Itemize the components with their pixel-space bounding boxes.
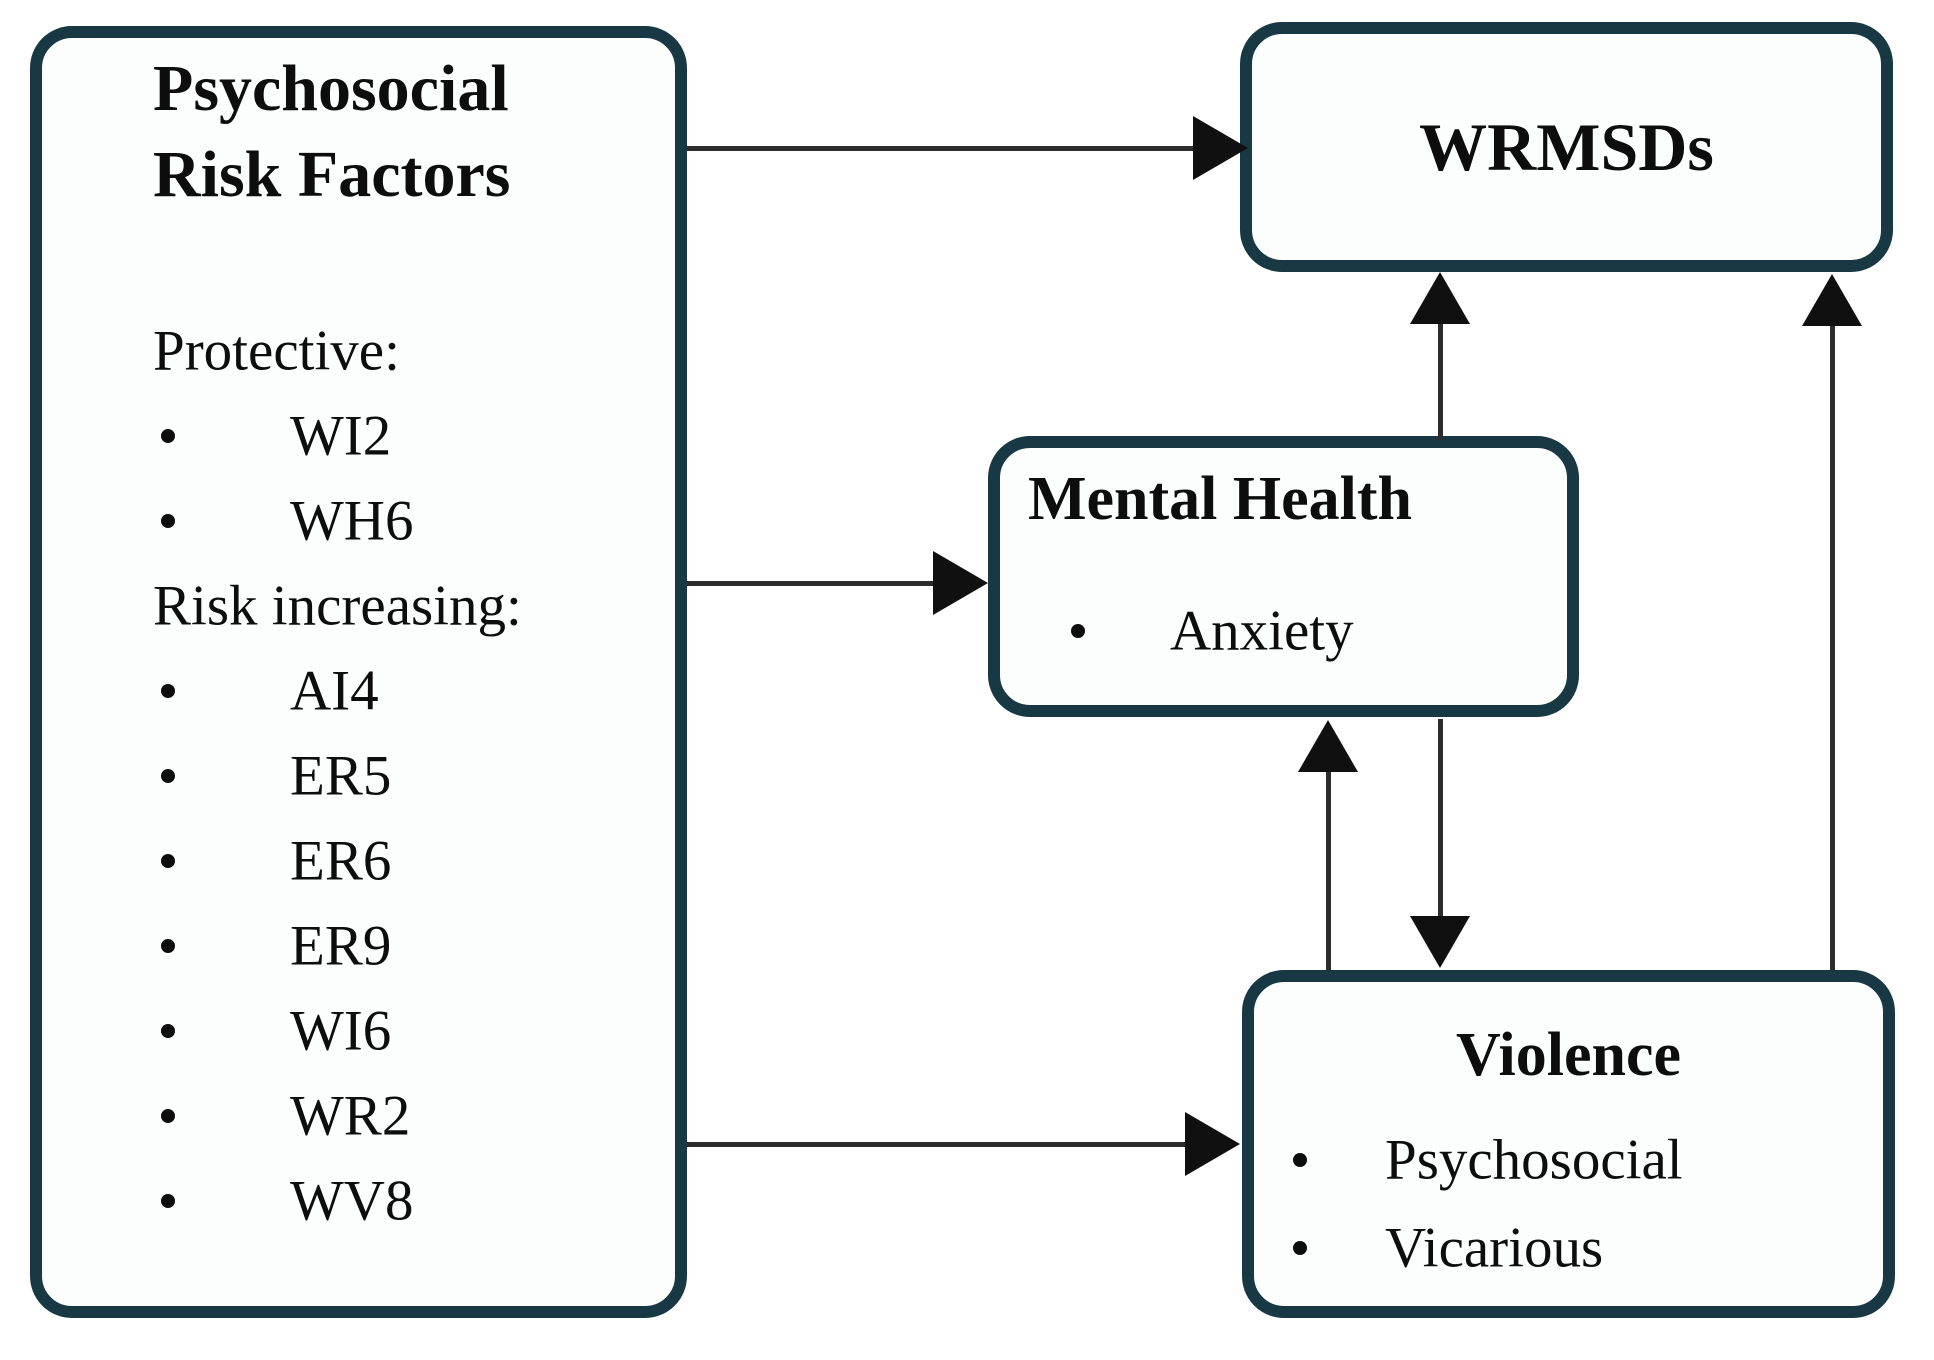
violence-box: Violence Psychosocial Vicarious [1242, 970, 1895, 1318]
bullet-icon [161, 683, 175, 698]
list-item: ER6 [42, 818, 675, 903]
protective-label: Protective: [153, 319, 400, 382]
list-item: Vicarious [1254, 1204, 1883, 1292]
risk-item: WI6 [290, 999, 392, 1062]
mental-health-box: Mental Health Anxiety [988, 436, 1579, 717]
psychosocial-risk-factors-box: Psychosocial Risk Factors Protective: WI… [30, 26, 687, 1318]
list-item: Protective: [42, 308, 675, 393]
violence-list: Psychosocial Vicarious [1254, 1116, 1883, 1292]
list-item: Risk increasing: [42, 563, 675, 648]
mental-health-title: Mental Health [1028, 465, 1412, 533]
bullet-icon [161, 938, 175, 953]
list-item: WV8 [42, 1158, 675, 1243]
bullet-icon [1071, 623, 1085, 638]
bullet-icon [161, 1023, 175, 1038]
psrf-title-line1: Psychosocial [153, 52, 509, 125]
violence-title: Violence [1456, 1021, 1681, 1089]
violence-item: Psychosocial [1385, 1128, 1683, 1192]
bullet-icon [161, 768, 175, 783]
risk-item: ER6 [290, 829, 392, 892]
list-item: ER5 [42, 733, 675, 818]
mental-health-item: Anxiety [1170, 599, 1354, 662]
psrf-list: Protective: WI2 WH6 Risk increasing: AI4… [42, 308, 675, 1243]
protective-item: WI2 [290, 404, 392, 467]
bullet-icon [1293, 1153, 1307, 1167]
bullet-icon [161, 853, 175, 868]
psrf-title: Psychosocial Risk Factors [153, 46, 510, 218]
risk-item: WR2 [290, 1084, 411, 1147]
list-item: WI6 [42, 988, 675, 1073]
risk-item: ER5 [290, 744, 392, 807]
bullet-icon [1293, 1241, 1307, 1255]
list-item: ER9 [42, 903, 675, 988]
risk-item: ER9 [290, 914, 392, 977]
bullet-icon [161, 513, 175, 528]
protective-item: WH6 [290, 489, 414, 552]
bullet-icon [161, 1108, 175, 1123]
risk-increasing-label: Risk increasing: [153, 574, 522, 637]
list-item: WR2 [42, 1073, 675, 1158]
list-item: WH6 [42, 478, 675, 563]
risk-item: AI4 [290, 659, 379, 722]
list-item: Anxiety [1000, 588, 1567, 673]
psrf-title-line2: Risk Factors [153, 138, 511, 211]
list-item: WI2 [42, 393, 675, 478]
violence-item: Vicarious [1385, 1216, 1604, 1280]
wrmsds-box: WRMSDs [1240, 22, 1893, 272]
list-item: Psychosocial [1254, 1116, 1883, 1204]
list-item: AI4 [42, 648, 675, 733]
bullet-icon [161, 1193, 175, 1208]
wrmsds-title: WRMSDs [1419, 108, 1714, 185]
bullet-icon [161, 428, 175, 443]
risk-item: WV8 [290, 1169, 414, 1232]
